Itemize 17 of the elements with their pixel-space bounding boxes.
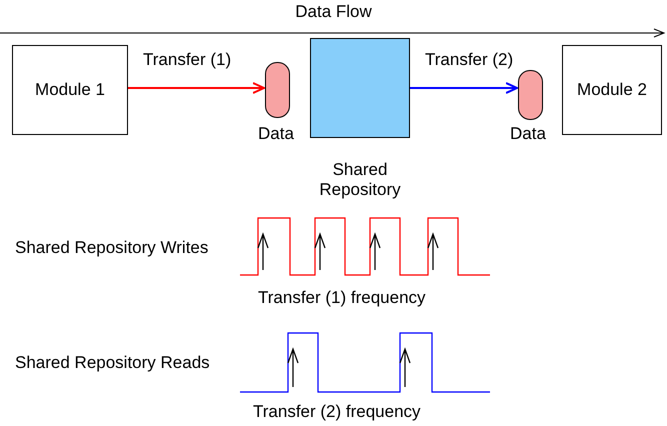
frequency-label: Transfer (1) frequency — [258, 288, 426, 308]
edge-label: Transfer (1) — [143, 50, 232, 70]
edge-label: Transfer (2) — [425, 50, 514, 70]
caption-label: Data — [510, 124, 546, 144]
arrow — [410, 82, 518, 94]
arrow — [128, 82, 265, 94]
module-box: Module 1 — [12, 45, 128, 135]
flow-label: Data Flow — [294, 2, 373, 22]
signal-label: Shared Repository Reads — [15, 353, 210, 373]
frequency-label: Transfer (2) frequency — [253, 402, 421, 422]
signal-label: Shared Repository Writes — [15, 238, 208, 258]
caption-label: Shared Repository — [318, 160, 402, 200]
caption-label: Data — [258, 124, 294, 144]
repository-box — [310, 38, 410, 138]
module-box: Module 2 — [562, 45, 662, 135]
data-pill — [518, 70, 543, 120]
data-pill — [265, 62, 290, 118]
